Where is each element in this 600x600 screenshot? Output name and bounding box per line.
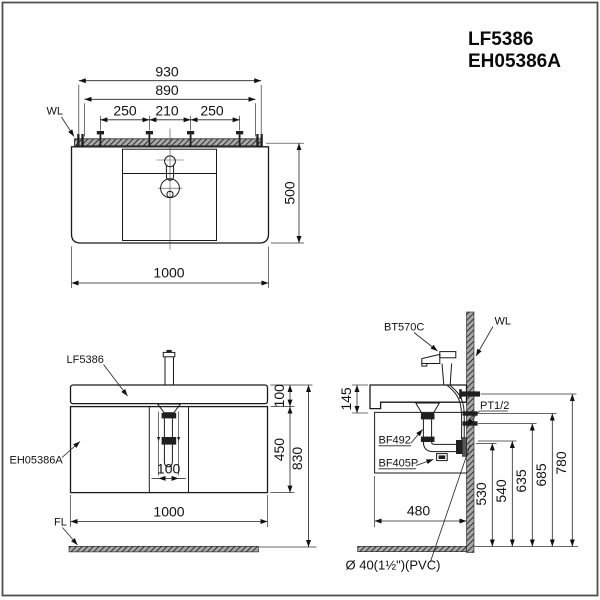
basin-side	[369, 384, 468, 410]
fl-label: FL	[54, 517, 67, 529]
dim-screw-spacing: 250 210 250	[100, 102, 240, 131]
dim-text-635: 635	[513, 469, 529, 493]
side-height-dims: 530 540 635 685 780	[473, 393, 578, 547]
dim-depth-500: 500	[266, 142, 304, 244]
model-number: LF5386	[468, 29, 533, 50]
cabinet-callout: EH05386A	[10, 441, 81, 467]
front-view: 100 LF5386 EH05386A 100 450 830	[10, 349, 317, 553]
dim-text-450: 450	[271, 438, 287, 462]
wl-label-side: WL	[495, 316, 512, 328]
wall-hanger-rail	[74, 138, 262, 147]
cabinet-front	[69, 405, 269, 494]
drain-assembly-front	[156, 403, 182, 476]
side-view: WL BT570C	[338, 311, 578, 573]
dim-text-540: 540	[493, 479, 509, 503]
dim-text-145: 145	[338, 387, 354, 411]
cabinet-label: EH05386A	[10, 455, 64, 467]
floor-bar-front	[68, 545, 259, 553]
dim-rail-930: 930	[78, 64, 262, 137]
dim-thickness-145: 145	[338, 384, 368, 414]
anchor-bolt-left	[77, 134, 84, 151]
title-block: LF5386 EH05386A	[468, 29, 561, 72]
dim-text-250-right: 250	[200, 102, 224, 118]
basin-label: LF5386	[67, 354, 104, 366]
wall-fitting-685	[462, 411, 478, 416]
dim-text-250-left: 250	[113, 102, 137, 118]
floor-line-callout: FL	[54, 517, 78, 546]
dim-text-685: 685	[533, 463, 549, 487]
faucet-plan	[164, 155, 176, 181]
dim-text-780: 780	[553, 451, 569, 475]
dim-text-830: 830	[289, 447, 305, 471]
faucet-label: BT570C	[384, 322, 424, 334]
dim-depth-480: 480	[374, 476, 467, 527]
dim-text-500: 500	[282, 181, 298, 205]
trap-callout: BF492	[378, 429, 423, 447]
basin-callout: LF5386	[67, 354, 128, 397]
dim-width-1000-front: 1000	[70, 495, 268, 527]
pvc-note: Ø 40(1½")(PVC)	[346, 558, 441, 573]
faucet-side	[421, 351, 457, 386]
dim-screws-890: 890	[84, 82, 256, 137]
mounting-screws	[96, 131, 244, 147]
anchor-bolt-right	[256, 134, 263, 151]
dim-text-210: 210	[155, 102, 179, 118]
basin-front	[69, 384, 269, 405]
trap-assembly-side	[414, 402, 467, 462]
drain-hole-plan	[160, 178, 180, 199]
dim-width-1000-top: 1000	[71, 246, 269, 288]
wl-label-top: WL	[47, 106, 64, 118]
pvc-note-callout: Ø 40(1½")(PVC)	[346, 444, 471, 573]
supply-callout: PT1/2	[466, 400, 509, 426]
trap-label: BF492	[379, 435, 411, 447]
front-right-dims: 100 450 830	[259, 384, 317, 548]
top-view: 930 890 250 210 250 WL	[47, 64, 304, 288]
waste-label: BF405P	[379, 458, 419, 470]
wall-line-callout-top: WL	[47, 106, 75, 137]
basin-cutout	[122, 148, 217, 241]
floor-bar-side	[357, 545, 467, 552]
dim-text-530: 530	[473, 482, 489, 506]
faucet-callout: BT570C	[384, 322, 438, 352]
pt-label: PT1/2	[480, 400, 509, 412]
dim-drain-100: 100	[151, 461, 186, 481]
dim-text-basin-100: 100	[271, 384, 287, 408]
dim-text-890: 890	[155, 82, 179, 98]
cabinet-model-number: EH05386A	[468, 51, 561, 72]
dim-text-1000-top: 1000	[153, 265, 184, 281]
wall-line-callout-side: WL	[475, 316, 512, 357]
dim-text-930: 930	[155, 64, 179, 80]
supply-stub	[459, 389, 480, 399]
wall-bar-side	[466, 311, 475, 553]
dim-text-480: 480	[407, 503, 431, 519]
waste-callout: BF405P	[378, 458, 434, 470]
dim-text-drain-100: 100	[157, 461, 181, 477]
dim-text-1000-front: 1000	[153, 504, 184, 520]
cabinet-side	[374, 411, 467, 474]
faucet-front	[162, 349, 176, 385]
